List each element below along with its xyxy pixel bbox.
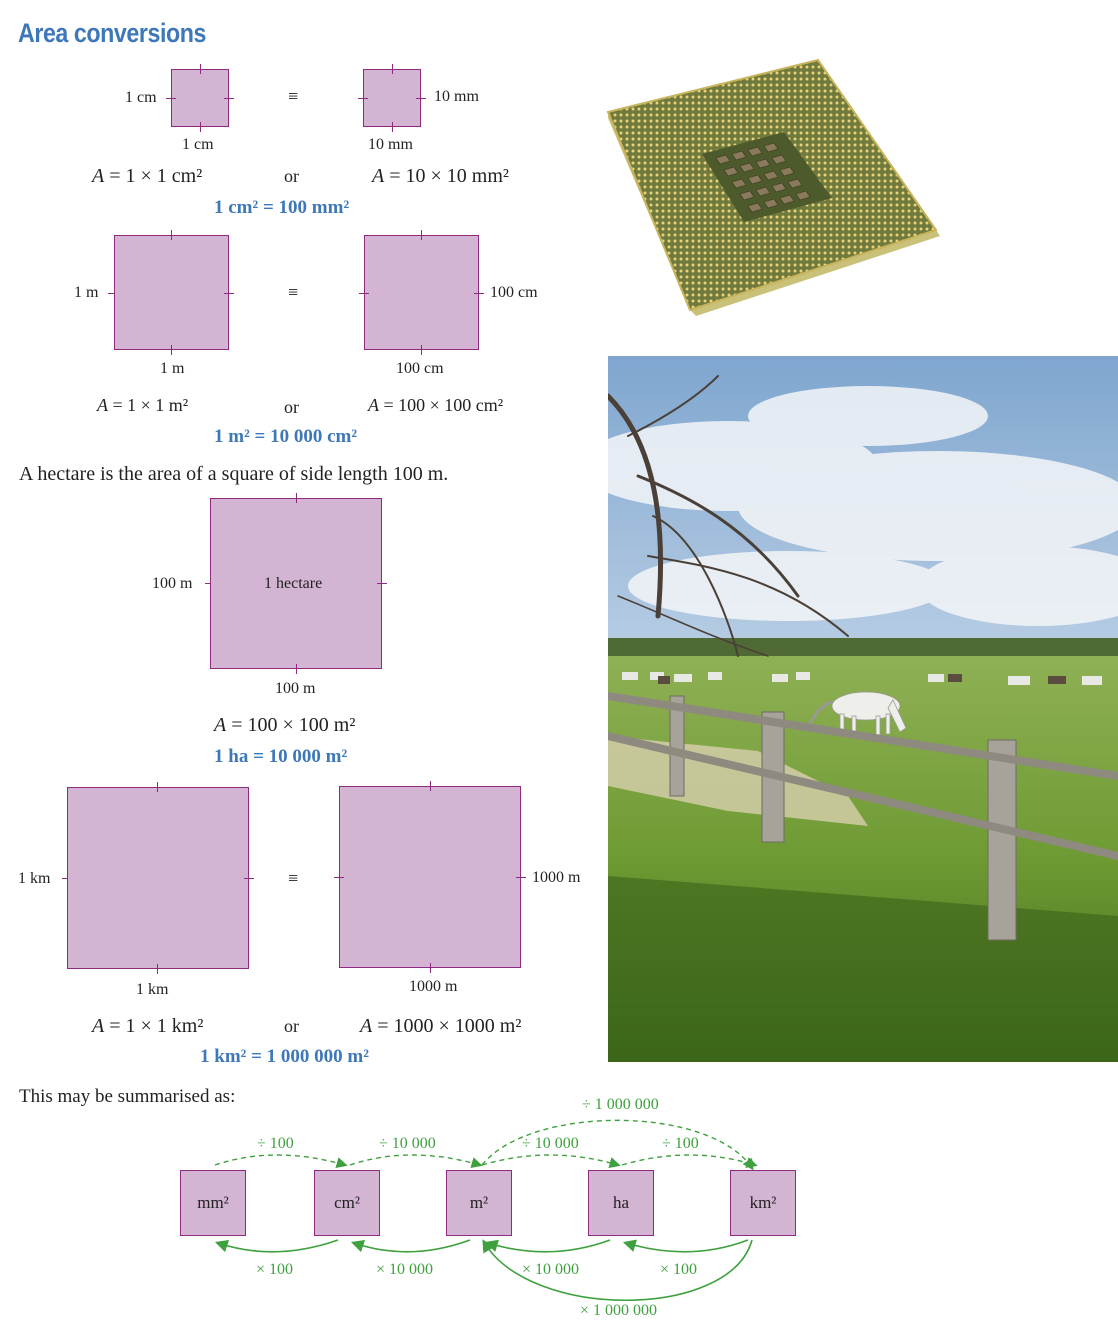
km-bottom-label: 1 km	[136, 981, 169, 998]
divide-label: ÷ 100	[257, 1135, 294, 1152]
or-label: or	[284, 166, 299, 186]
horses-paddock-photo	[608, 356, 1118, 1062]
mm-square	[363, 69, 421, 127]
cm-area-formula: A = 1 × 1 cm²	[92, 165, 203, 187]
ha-side-label: 100 m	[152, 575, 193, 592]
m-result: 1 m² = 10 000 cm²	[214, 426, 358, 447]
mm-side-label: 10 mm	[434, 88, 479, 105]
m-left-side-label: 1 m	[74, 284, 99, 301]
km-area-formula: A = 1 × 1 km²	[92, 1015, 204, 1037]
km-result: 1 km² = 1 000 000 m²	[200, 1046, 369, 1067]
mm-bottom-label: 10 mm	[368, 136, 413, 153]
summary-text: This may be summarised as:	[19, 1086, 236, 1107]
multiply-label: × 10 000	[376, 1261, 434, 1278]
cm-left-side-label: 1 cm	[125, 89, 157, 106]
multiply-label: × 10 000	[522, 1261, 580, 1278]
hectare-definition: A hectare is the area of a square of sid…	[19, 463, 449, 485]
equivalent-symbol: ≡	[288, 282, 299, 302]
unit-box-m2: m²	[446, 1170, 512, 1236]
multiply-big-label: × 1 000 000	[580, 1302, 658, 1319]
ha-result: 1 ha = 10 000 m²	[214, 746, 348, 767]
unit-box-km2: km²	[730, 1170, 796, 1236]
multiply-label: × 100	[256, 1261, 294, 1278]
mm-area-formula: A = 10 × 10 mm²	[372, 165, 509, 187]
cm-side-label: 100 cm	[490, 284, 538, 301]
conversion-arrows	[214, 1119, 758, 1302]
cm-bottom-label: 1 cm	[182, 136, 214, 153]
km-square	[67, 787, 249, 969]
ha-bottom-label: 100 m	[275, 680, 316, 697]
equivalent-symbol: ≡	[288, 86, 299, 106]
m-large-area-formula: A = 1000 × 1000 m²	[360, 1015, 522, 1037]
or-label: or	[284, 397, 299, 417]
m-large-square	[339, 786, 521, 968]
divide-label: ÷ 10 000	[522, 1135, 579, 1152]
m-square	[114, 235, 229, 350]
hectare-inside-label: 1 hectare	[264, 575, 323, 592]
cm-large-square	[364, 235, 479, 350]
ha-area-formula: A = 100 × 100 m²	[214, 714, 356, 736]
unit-box-cm2: cm²	[314, 1170, 380, 1236]
m-large-side-label: 1000 m	[532, 869, 581, 886]
m-large-bottom-label: 1000 m	[409, 978, 458, 995]
m-bottom-label: 1 m	[160, 360, 185, 377]
cm-result: 1 cm² = 100 mm²	[214, 197, 350, 218]
cm-square	[171, 69, 229, 127]
unit-box-mm2: mm²	[180, 1170, 246, 1236]
cpu-chip-photo	[606, 58, 940, 316]
hectare-square	[210, 498, 382, 669]
divide-big-label: ÷ 1 000 000	[582, 1096, 659, 1113]
equivalent-symbol: ≡	[288, 868, 299, 888]
km-left-side-label: 1 km	[18, 870, 51, 887]
unit-box-ha: ha	[588, 1170, 654, 1236]
m-area-formula: A = 1 × 1 m²	[97, 395, 189, 415]
divide-label: ÷ 100	[662, 1135, 699, 1152]
cm-large-bottom-label: 100 cm	[396, 360, 444, 377]
page-title: Area conversions	[18, 18, 207, 48]
cm-large-area-formula: A = 100 × 100 cm²	[368, 395, 504, 415]
multiply-label: × 100	[660, 1261, 698, 1278]
divide-label: ÷ 10 000	[379, 1135, 436, 1152]
or-label: or	[284, 1016, 299, 1036]
